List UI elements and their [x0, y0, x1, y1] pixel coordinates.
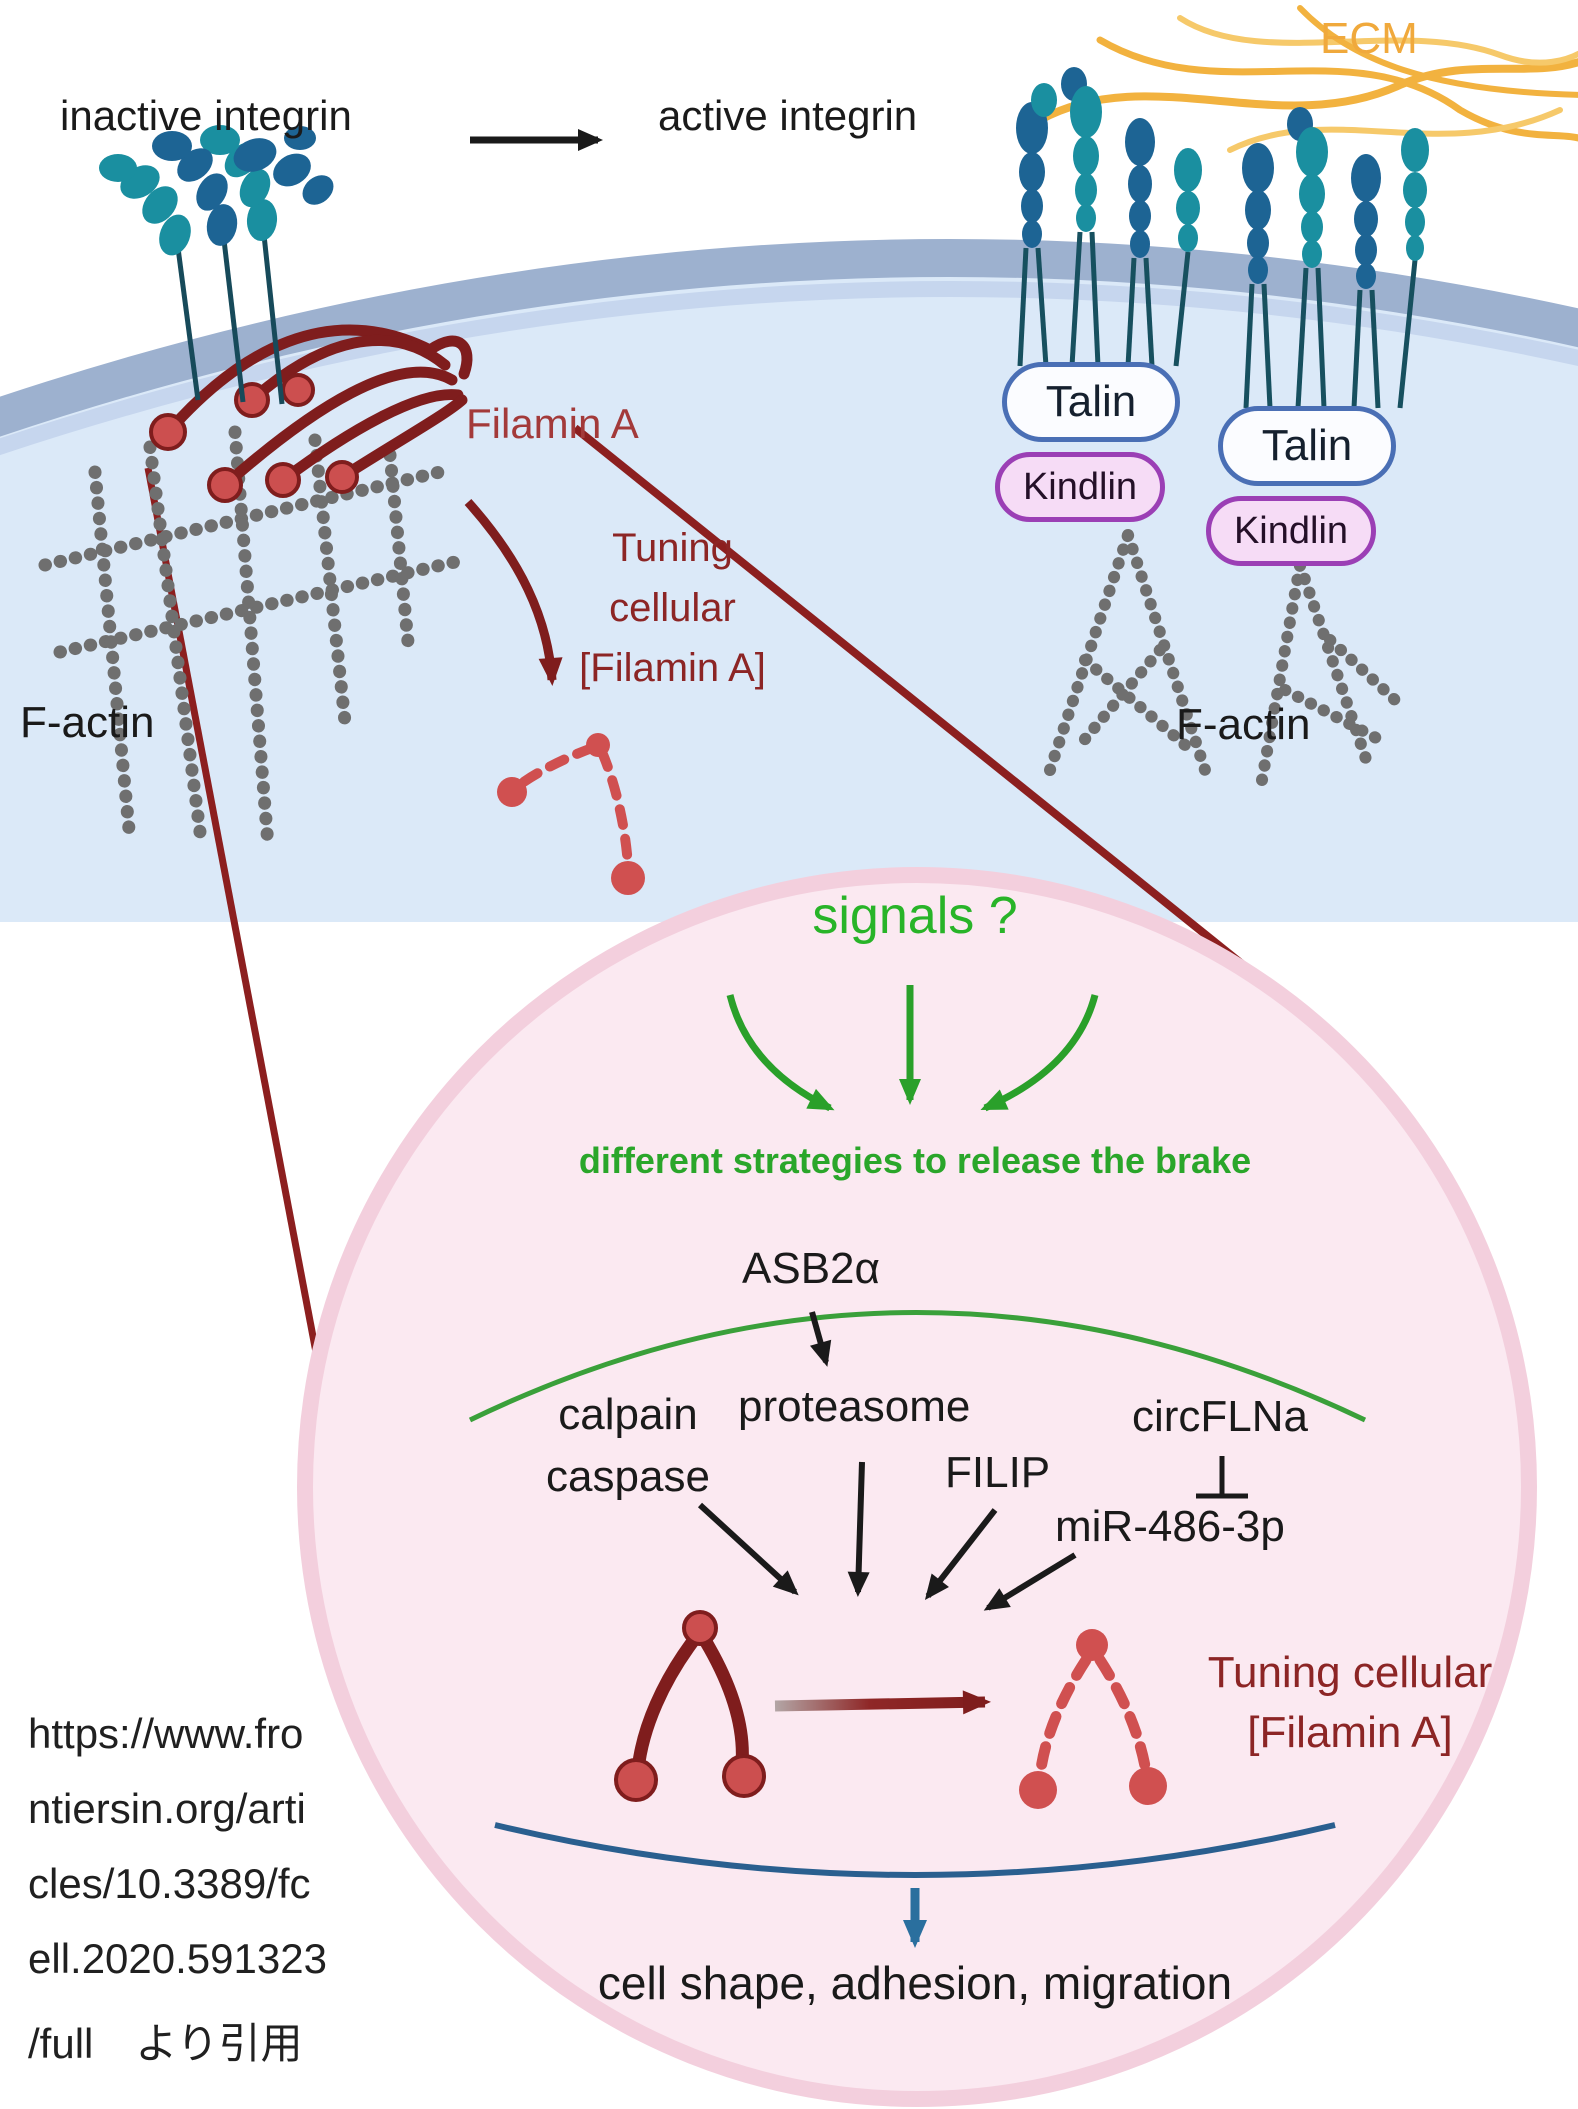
signal-arrows: [726, 985, 1099, 1112]
proteasome-label: proteasome: [738, 1382, 971, 1431]
calpain-caspase-label: calpain caspase: [538, 1384, 718, 1508]
talin-box-2: Talin: [1218, 406, 1396, 486]
strategies-label: different strategies to release the brak…: [578, 1140, 1252, 1181]
ecm-fibers: [1036, 5, 1578, 153]
filamin-dashed-graphic: [1019, 1629, 1167, 1809]
f-actin-right-graphic: [1044, 529, 1401, 786]
tuning-top-line2: cellular: [609, 586, 736, 630]
citation-line-2: ntiersin.org/arti: [28, 1785, 306, 1832]
filamin-solid-graphic: [614, 1610, 766, 1802]
filamin-degradation-top-graphic: [464, 498, 645, 895]
kindlin-label-1: Kindlin: [1022, 465, 1138, 508]
strategies-arc: [468, 1310, 1367, 1423]
f-actin-left-label: F-actin: [20, 698, 155, 747]
tuning-top-line3: [Filamin A]: [579, 646, 766, 690]
citation-line-1: https://www.fro: [28, 1710, 304, 1757]
caspase-label: caspase: [546, 1452, 710, 1501]
kindlin-box-2: Kindlin: [1206, 496, 1376, 566]
inactive-integrin-graphic: [99, 125, 334, 405]
zoom-circle: [297, 867, 1537, 2107]
conversion-arrow: [774, 1690, 991, 1715]
tuning-bottom-line2: [Filamin A]: [1247, 1708, 1453, 1757]
kindlin-label-2: Kindlin: [1233, 509, 1349, 552]
signals-label: signals ?: [812, 887, 1018, 945]
mechanism-arrows: [697, 1311, 1077, 1611]
filamin-a-label: Filamin A: [466, 400, 639, 447]
circflna-label: circFLNa: [1132, 1392, 1309, 1441]
tuning-top-line1: Tuning: [612, 526, 733, 570]
mir486-label: miR-486-3p: [1055, 1502, 1285, 1551]
inactive-integrin-label: inactive integrin: [60, 92, 352, 139]
tuning-cellular-bottom-label: Tuning cellular [Filamin A]: [1180, 1643, 1520, 1763]
talin-label-2: Talin: [1261, 421, 1353, 470]
kindlin-box-1: Kindlin: [995, 452, 1165, 522]
talin-label-1: Talin: [1045, 377, 1137, 426]
citation-line-3: cles/10.3389/fc: [28, 1860, 311, 1907]
active-integrin-label: active integrin: [658, 92, 918, 139]
ecm-label: ECM: [1320, 14, 1418, 63]
outcome-label: cell shape, adhesion, migration: [597, 1957, 1233, 2009]
asb2a-label: ASB2α: [742, 1244, 880, 1293]
calpain-label: calpain: [558, 1390, 698, 1439]
cell-membrane-cytoplasm: [0, 239, 1578, 922]
outcome-arc: [494, 1822, 1336, 1878]
talin-box-1: Talin: [1002, 362, 1180, 442]
filip-label: FILIP: [945, 1448, 1051, 1497]
active-integrin-graphic-1: [1016, 67, 1202, 367]
active-integrin-graphic-2: [1242, 107, 1429, 409]
tuning-cellular-top-label: Tuning cellular [Filamin A]: [525, 518, 820, 698]
tuning-bottom-line1: Tuning cellular: [1207, 1648, 1493, 1697]
citation-line-5: /full より引用: [28, 2020, 303, 2067]
inhibition-tbar: [1196, 1456, 1248, 1499]
f-actin-right-label: F-actin: [1176, 700, 1311, 749]
magnifier-lines: [144, 424, 1275, 1506]
citation-line-4: ell.2020.591323: [28, 1935, 327, 1982]
f-actin-left-graphic: [38, 425, 462, 852]
